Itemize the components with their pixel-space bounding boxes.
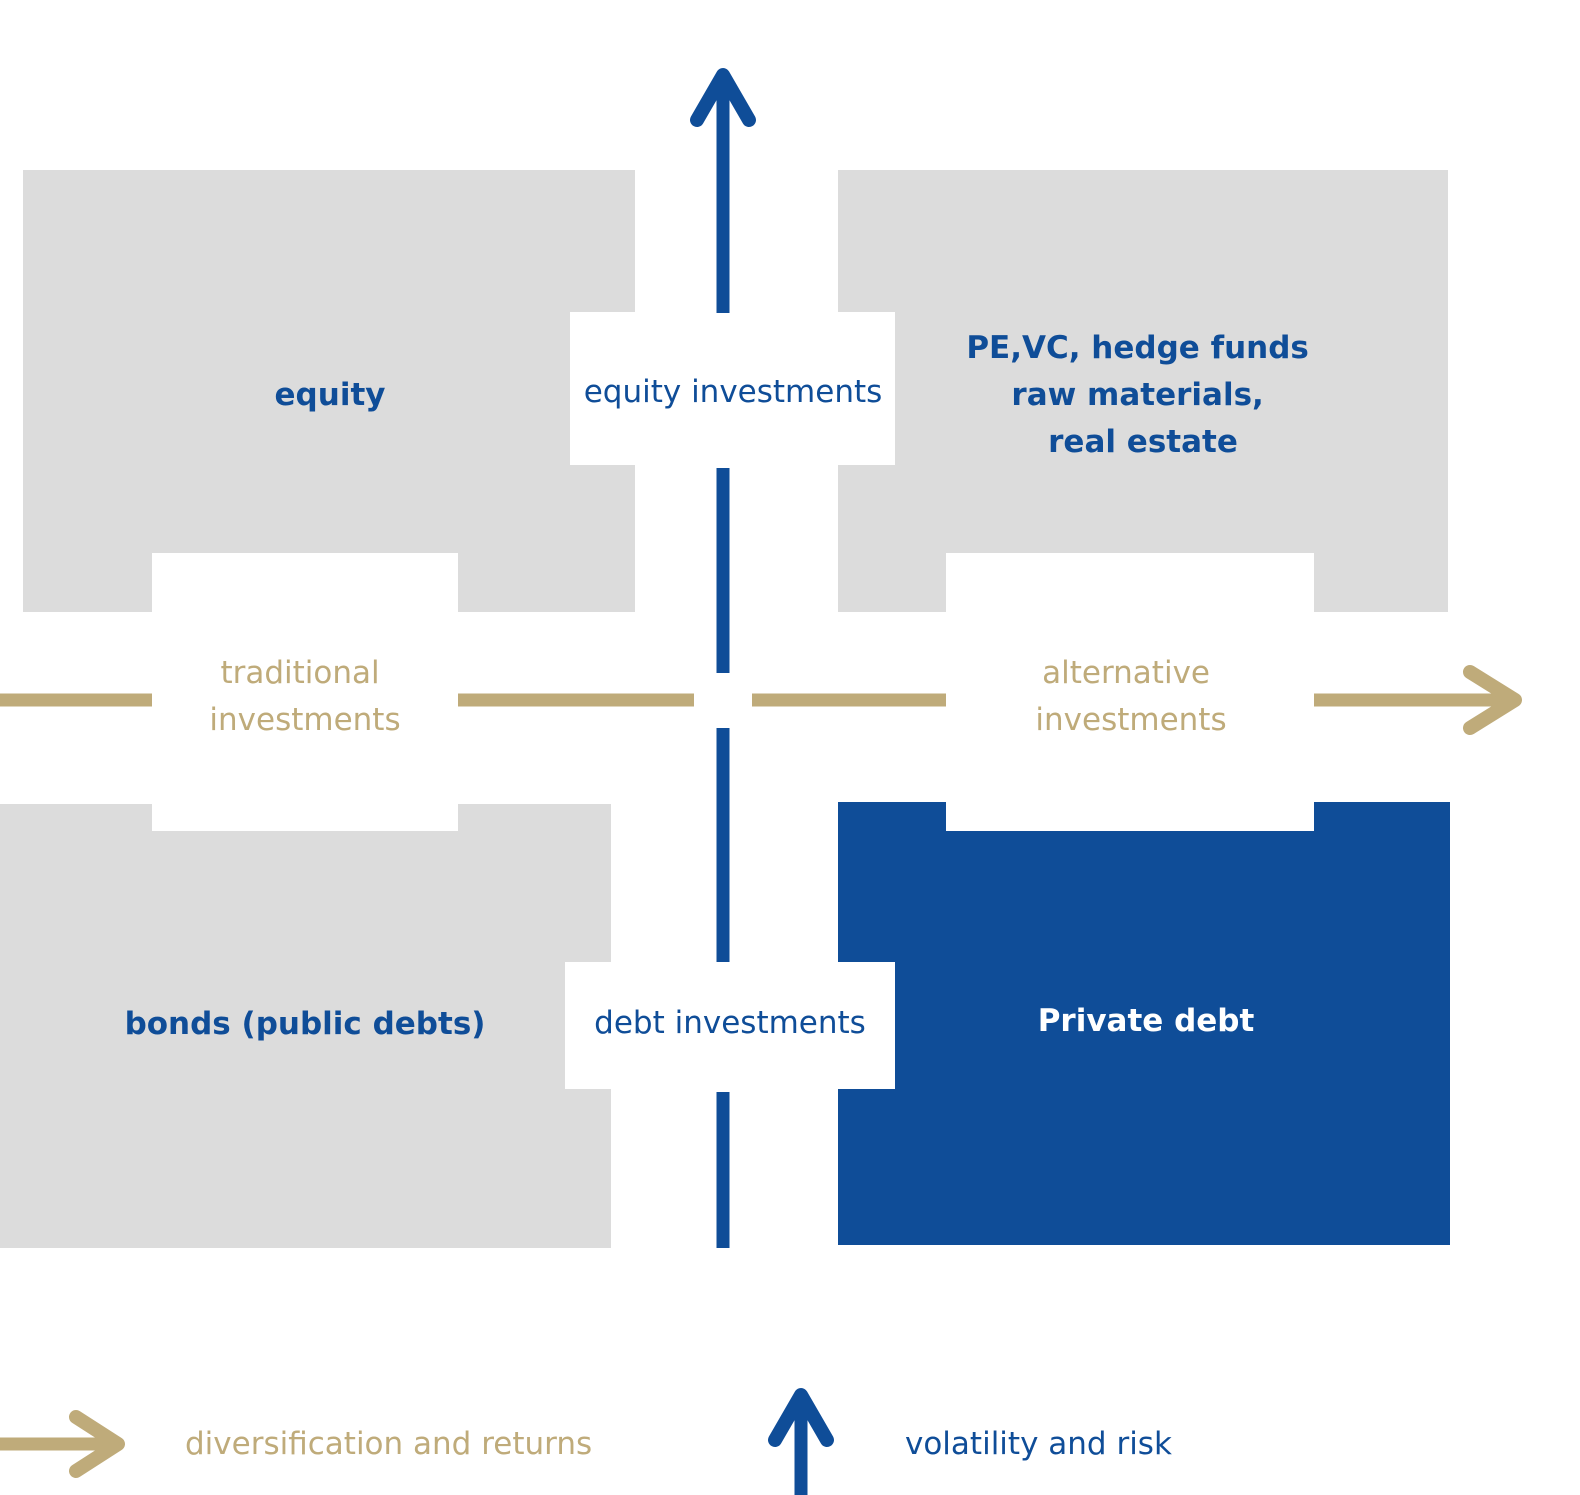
legend-label-diversification: diversification and returns (185, 1426, 592, 1462)
horizontal-axis-arrowhead-icon (1463, 665, 1522, 735)
blue-up-arrow-icon (768, 1388, 834, 1495)
axis-label-line: investments (1035, 702, 1226, 738)
axis-label-debt-investments: debt investments (594, 1005, 866, 1041)
axis-label-equity-investments: equity investments (584, 374, 883, 410)
quadrant-bottom-left (0, 804, 611, 1248)
axis-label-line: traditional (220, 655, 379, 691)
quadrant-label-private-debt: Private debt (1038, 1003, 1255, 1039)
axis-label-alternative-investments: alternative investments (1035, 655, 1226, 738)
quadrant-top-left (23, 170, 635, 612)
legend-label-volatility: volatility and risk (905, 1426, 1172, 1462)
axis-label-line: alternative (1042, 655, 1210, 691)
quadrant-label-equity: equity (275, 377, 386, 413)
gold-right-arrow-icon (0, 1410, 125, 1478)
vertical-axis-arrowhead-icon (690, 68, 756, 127)
quadrant-label-alternatives: PE,VC, hedge funds raw materials, real e… (966, 330, 1319, 460)
axis-label-line: investments (209, 702, 400, 738)
quadrant-top-right (838, 170, 1448, 612)
quadrant-label-line: raw materials, (1011, 377, 1263, 413)
quadrant-bottom-right (838, 802, 1450, 1245)
quadrant-label-bonds: bonds (public debts) (125, 1006, 486, 1042)
legend: diversification and returns volatility a… (0, 1388, 1172, 1495)
axis-label-traditional-investments: traditional investments (209, 655, 400, 738)
quadrant-label-line: real estate (1048, 424, 1238, 460)
quadrant-label-line: PE,VC, hedge funds (966, 330, 1309, 366)
